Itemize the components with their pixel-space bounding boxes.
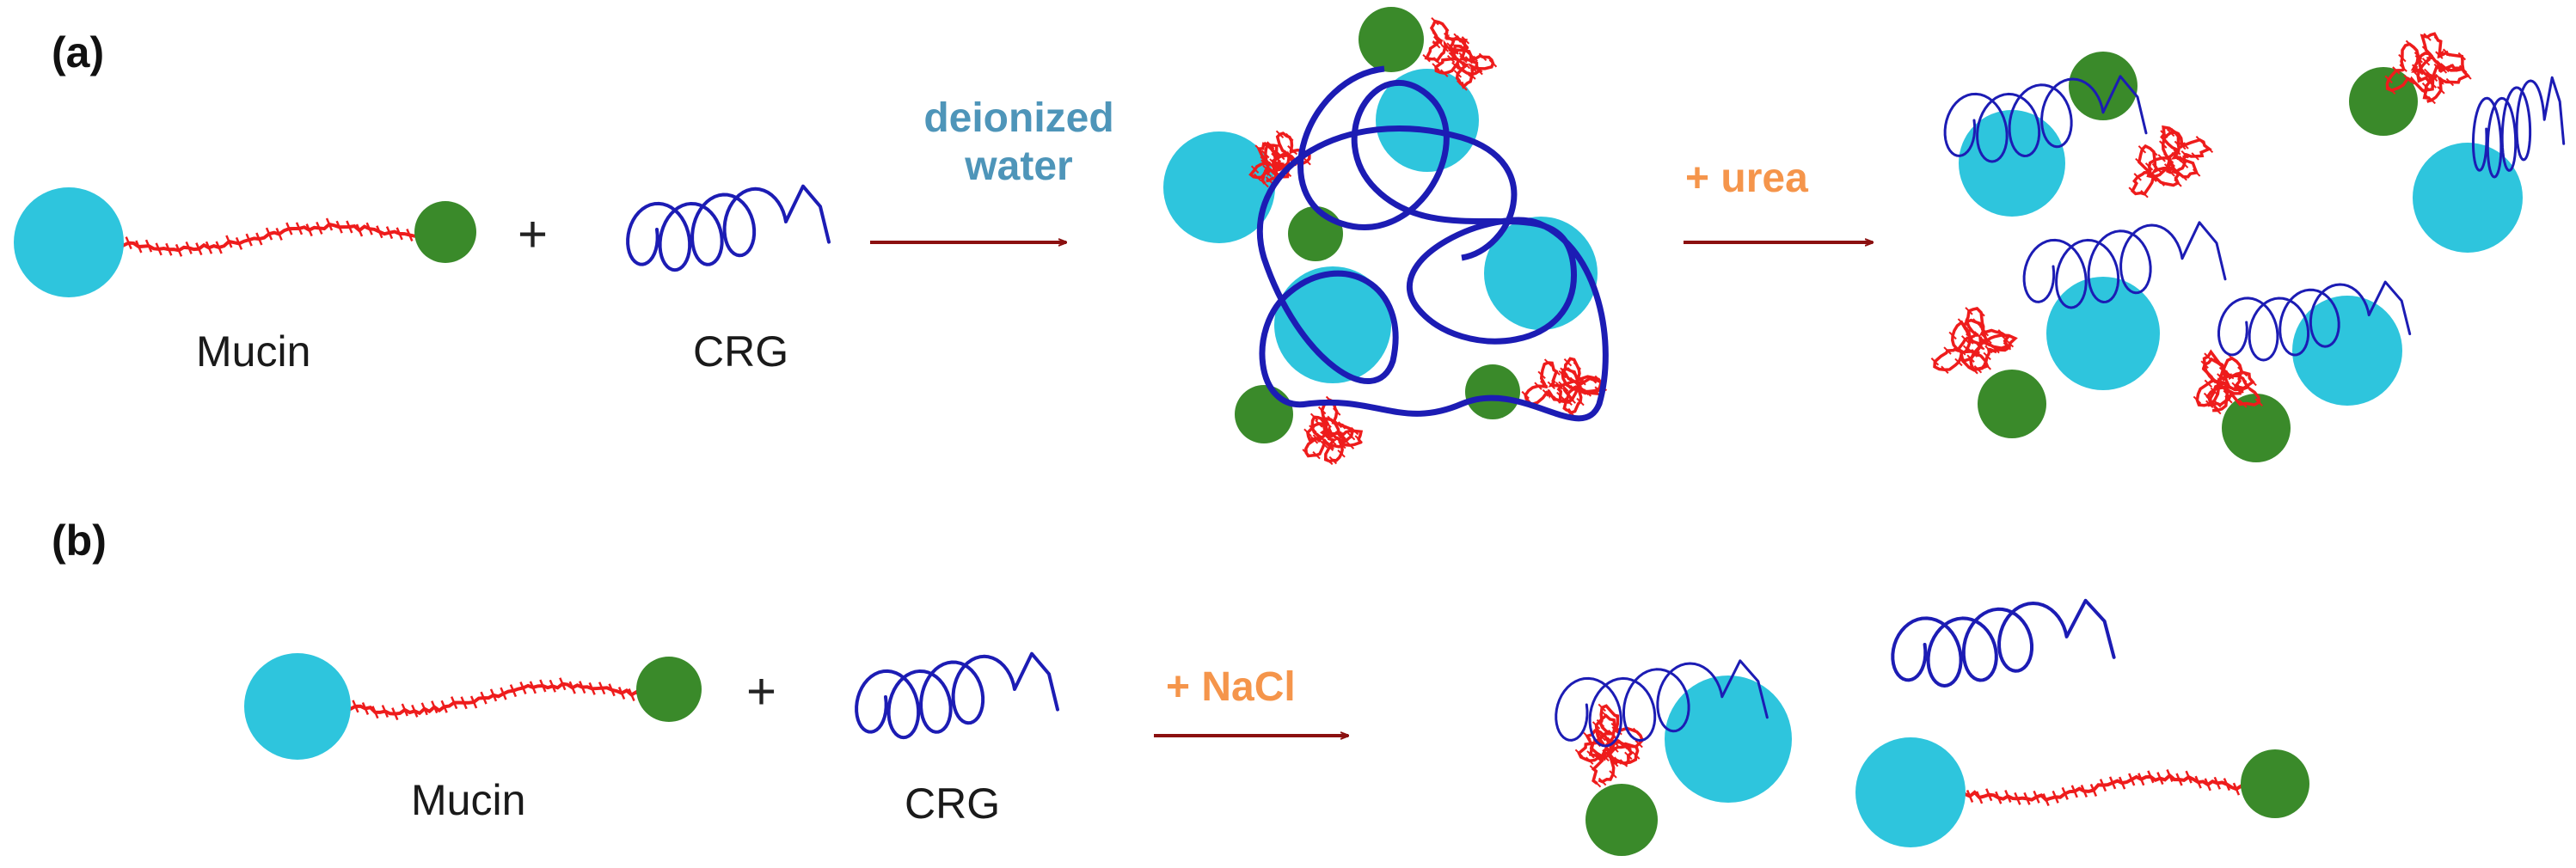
aggregate-crg-network	[1256, 65, 1609, 422]
aggregate-mucin-tail-1	[1288, 206, 1343, 261]
deionized-water-line-1: deionized	[923, 95, 1114, 141]
dissociated-crg-2	[2022, 221, 2227, 309]
panel-a-mucin-head	[14, 187, 124, 297]
dissociated-crg-1	[1943, 75, 2148, 163]
panel-a-plus-sign: +	[518, 205, 549, 263]
panel-b-result-crg-free	[1891, 598, 2116, 688]
dissociated-tail-2	[1978, 370, 2046, 438]
deionized-water-line-2: water	[965, 144, 1073, 189]
panel-b-result-free-mucin-head	[1855, 737, 1966, 847]
dissociated-head-3	[2292, 296, 2402, 406]
panel-b-result-tail-1	[1585, 784, 1658, 856]
dissociated-crg-4	[2471, 76, 2566, 179]
panel-b-plus-sign: +	[746, 663, 777, 720]
aggregate-sugar-cluster-2	[1521, 357, 1608, 417]
panel-b-mucin-label: Mucin	[411, 776, 526, 824]
panel-b-result-free-mucin-chain	[1960, 768, 2248, 807]
panel-a-dissociated-complexes	[1930, 32, 2566, 462]
dissociated-head-2	[2046, 277, 2160, 390]
panel-b-result-head-1	[1665, 675, 1792, 803]
dissociated-sugar-1	[2128, 125, 2214, 199]
panel-a-mucin-label: Mucin	[196, 327, 311, 376]
panel-b-result-free-mucin	[1855, 737, 2309, 847]
dissociated-crg-3	[2217, 280, 2412, 362]
panel-b-mucin	[244, 653, 702, 760]
panel-a-crg-label: CRG	[693, 327, 789, 376]
dissociated-tail-4	[2349, 67, 2418, 136]
panel-b-mucin-chain	[345, 677, 643, 721]
aggregate-mucin-tail-2	[1235, 385, 1293, 443]
dissociated-tail-3	[2222, 394, 2291, 462]
aggregate-mucin-head-2	[1274, 266, 1391, 383]
panel-b-nacl-label: + NaCl	[1166, 664, 1296, 710]
panel-a-mucin-tail	[414, 201, 476, 263]
panel-a-mucin-crg-aggregate	[1163, 7, 1609, 466]
aggregate-mucin-tail-3	[1465, 364, 1520, 419]
panel-a-mucin-chain	[117, 217, 420, 257]
panel-b-crg-coil	[855, 651, 1059, 740]
dissociated-sugar-3	[2193, 349, 2263, 415]
panel-b-mucin-head	[244, 653, 351, 760]
panel-b-result	[1555, 598, 2116, 856]
panel-a-crg-coil	[626, 184, 831, 272]
panel-b-result-crg-bound	[1555, 659, 1769, 748]
panel-b-crg-label: CRG	[905, 779, 1001, 828]
aggregate-sugar-cluster-3	[1302, 395, 1364, 466]
panel-a-deionized-water-label: deionized water	[894, 95, 1144, 191]
aggregate-mucin-head-1	[1376, 69, 1479, 172]
aggregate-mucin-tail-0	[1359, 7, 1424, 72]
panel-b-mucin-tail	[636, 657, 702, 722]
panel-a-label: (a)	[52, 28, 105, 76]
panel-b-label: (b)	[52, 517, 107, 565]
aggregate-mucin-head-0	[1163, 131, 1275, 243]
dissociated-sugar-2	[1930, 306, 2018, 375]
aggregate-sugar-cluster-0	[1422, 17, 1498, 91]
dissociated-head-4	[2413, 143, 2523, 253]
panel-b-result-free-mucin-tail	[2241, 749, 2309, 818]
panel-a-mucin	[14, 187, 476, 297]
dissociated-tail-1	[2069, 52, 2137, 120]
dissociated-sugar-4	[2384, 32, 2472, 105]
panel-a-urea-label: + urea	[1685, 156, 1808, 201]
